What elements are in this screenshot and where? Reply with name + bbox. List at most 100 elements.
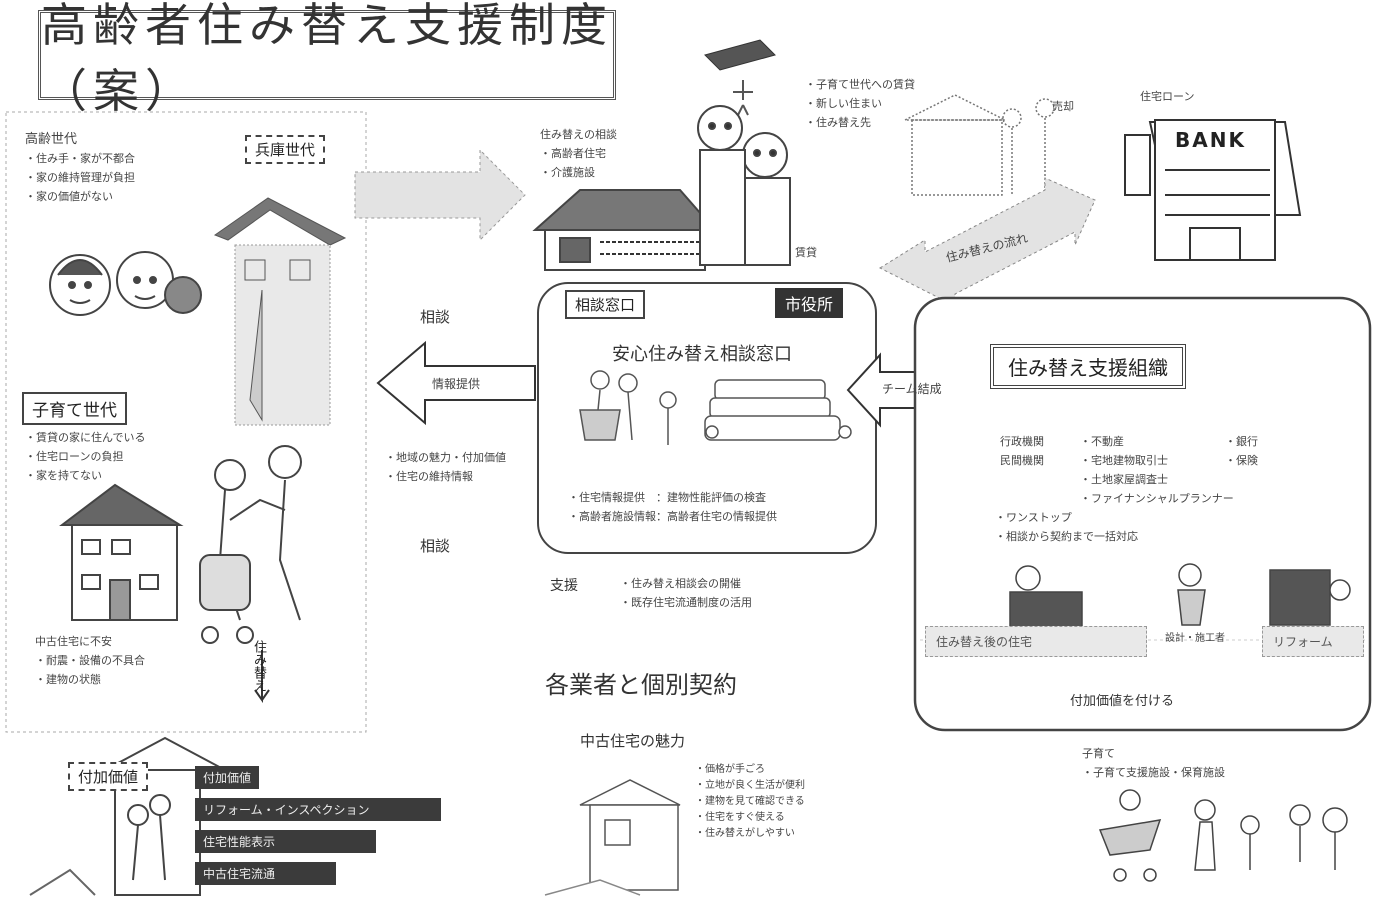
elderly-housing-block: 住み替えの相談 ・高齢者住宅 ・介護施設: [540, 125, 617, 182]
move-down-arrow: [254, 650, 270, 704]
new-house-line: ・新しい住まい: [805, 97, 882, 110]
new-house-line: ・子育て世代への賃貸: [805, 78, 915, 91]
house-line: 中古住宅に不安: [35, 635, 112, 648]
new-house-icon: [904, 94, 1055, 196]
title-frame: 高齢者住み替え支援制度（案）: [38, 0, 616, 118]
value-bar: 中古住宅流通: [195, 862, 336, 885]
window-line: ・住宅情報提供 ：建物性能評価の検査: [568, 491, 766, 504]
org-col2: ・不動産 ・宅地建物取引士 ・土地家屋調査士 ・ファイナンシャルプランナー: [1080, 432, 1234, 508]
support-text-block: ・住み替え相談会の開催 ・既存住宅流通制度の活用: [620, 574, 752, 612]
charm-title: 中古住宅の魅力: [580, 732, 686, 750]
bank-caption: 住宅ローン: [1140, 90, 1195, 103]
family-house-icon: [59, 483, 184, 621]
elderly-housing-line: ・高齢者住宅: [540, 147, 606, 160]
new-house-text-block: ・子育て世代への賃貸 ・新しい住まい ・住み替え先: [805, 75, 915, 132]
org-item: 行政機関: [1000, 435, 1044, 448]
info-line: ・住宅の維持情報: [385, 470, 473, 483]
bank-building-icon: [1124, 119, 1302, 261]
elderly-line: ・家の維持管理が負担: [25, 171, 135, 184]
phone-icon: [704, 39, 776, 71]
contract-title: 各業者と個別契約: [545, 671, 737, 699]
bank-sign: BANK: [1175, 128, 1246, 152]
window-text-block: ・住宅情報提供 ：建物性能評価の検査 ・高齢者施設情報：高齢者住宅の情報提供: [568, 488, 777, 526]
elderly-text-block: 高齢世代 ・住み手・家が不都合 ・家の維持管理が負担 ・家の価値がない: [25, 130, 135, 206]
one-stop-line: ・ワンストップ: [995, 511, 1072, 524]
support-line: ・住み替え相談会の開催: [620, 577, 741, 590]
exclaim-icon: [733, 80, 753, 116]
value-label: 付加価値: [68, 762, 149, 791]
move-vertical-label: 住み替え: [251, 640, 266, 692]
one-stop-block: ・ワンストップ ・相談から契約まで一括対応: [995, 508, 1138, 546]
support-org-title: 住み替え支援組織: [990, 344, 1186, 389]
elderly-housing-line: ・介護施設: [540, 166, 595, 179]
left-region: [5, 111, 367, 733]
info-line: ・地域の魅力・付加価値: [385, 451, 506, 464]
child-line: ・住宅ローンの負担: [25, 450, 124, 463]
charm-line: ・住宅をすぐ使える: [695, 812, 785, 823]
org-item: ・土地家屋調査士: [1080, 473, 1168, 486]
value-bar: リフォーム・インスペクション: [195, 798, 441, 821]
documents-icon: [704, 379, 852, 441]
lease-label: 賃貸: [795, 246, 817, 259]
org-item: ・不動産: [1080, 435, 1124, 448]
house-line: ・建物の状態: [35, 673, 101, 686]
child-generation-label: 子育て世代: [22, 392, 127, 425]
window-line: ・高齢者施設情報：高齢者住宅の情報提供: [568, 510, 777, 523]
team-arrow-label: チーム結成: [882, 382, 942, 396]
consult-arrow-label: 相談: [420, 308, 451, 326]
child-line: ・賃貸の家に住んでいる: [25, 431, 146, 444]
info-text-block: ・地域の魅力・付加価値 ・住宅の維持情報: [385, 448, 506, 486]
org-col1: 行政機関 民間機関: [1000, 432, 1044, 470]
childcare-line: 子育て: [1082, 747, 1115, 760]
family-stroller-icon: [199, 445, 302, 644]
house-concern-block: 中古住宅に不安 ・耐震・設備の不具合 ・建物の状態: [35, 632, 145, 689]
counter-people-icon: [579, 370, 677, 445]
info-left-arrow: [376, 340, 536, 426]
page-title: 高齢者住み替え支援制度（案）: [41, 0, 613, 118]
charm-line: ・立地が良く生活が便利: [695, 780, 805, 791]
consult-bottom-label: 相談: [420, 537, 451, 555]
childcare-line: ・子育て支援施設・保育施設: [1082, 766, 1225, 779]
elderly-generation-label: 兵庫世代: [245, 135, 326, 164]
org-item: ・宅地建物取引士: [1080, 454, 1168, 467]
childcare-text-block: 子育て ・子育て支援施設・保育施設: [1082, 744, 1225, 782]
child-text-block: ・賃貸の家に住んでいる ・住宅ローンの負担 ・家を持てない: [25, 428, 145, 485]
used-house-icon: [544, 779, 681, 896]
window-tag: 相談窓口: [565, 290, 646, 319]
elderly-pair-icon: [697, 105, 791, 266]
charm-line: ・住み替えがしやすい: [695, 828, 795, 839]
childcare-people-icon: [1098, 789, 1348, 882]
value-bar: 付加価値: [195, 766, 260, 789]
org-item: 民間機関: [1000, 454, 1044, 467]
charm-line: ・建物を見て確認できる: [695, 796, 805, 807]
consult-window-title: 安心住み替え相談窓口: [612, 344, 792, 365]
sale-label: 売却: [1052, 100, 1074, 113]
designer-label: 設計・施工者: [1165, 633, 1225, 644]
one-stop-line: ・相談から契約まで一括対応: [995, 530, 1138, 543]
elderly-house-icon: [213, 197, 347, 426]
value-add-label: 付加価値を付ける: [1070, 694, 1175, 709]
org-item: ・保険: [1225, 454, 1258, 467]
new-house-line: ・住み替え先: [805, 116, 871, 129]
support-tag: 支援: [550, 578, 578, 594]
value-bar: 住宅性能表示: [195, 830, 376, 853]
charm-line: ・価格が手ごろ: [695, 764, 765, 775]
elderly-heading: 高齢世代: [25, 132, 78, 147]
elderly-line: ・家の価値がない: [25, 190, 113, 203]
reform-pill: リフォーム: [1262, 626, 1364, 657]
city-hall-tag: 市役所: [775, 288, 844, 318]
support-line: ・既存住宅流通制度の活用: [620, 596, 752, 609]
org-item: ・銀行: [1225, 435, 1258, 448]
elderly-couple-icon: [49, 251, 202, 316]
elderly-home-icon: [532, 189, 718, 271]
elderly-line: ・住み手・家が不都合: [25, 152, 135, 165]
charm-text-block: ・価格が手ごろ ・立地が良く生活が便利 ・建物を見て確認できる ・住宅をすぐ使え…: [695, 762, 805, 842]
housing-pill: 住み替え後の住宅: [925, 626, 1147, 657]
info-arrow-label: 情報提供: [432, 377, 481, 391]
elderly-housing-line: 住み替えの相談: [540, 128, 617, 141]
org-staff-icon: [1009, 563, 1351, 628]
child-line: ・家を持てない: [25, 469, 102, 482]
house-line: ・耐震・設備の不具合: [35, 654, 145, 667]
org-item: ・ファイナンシャルプランナー: [1080, 492, 1234, 505]
